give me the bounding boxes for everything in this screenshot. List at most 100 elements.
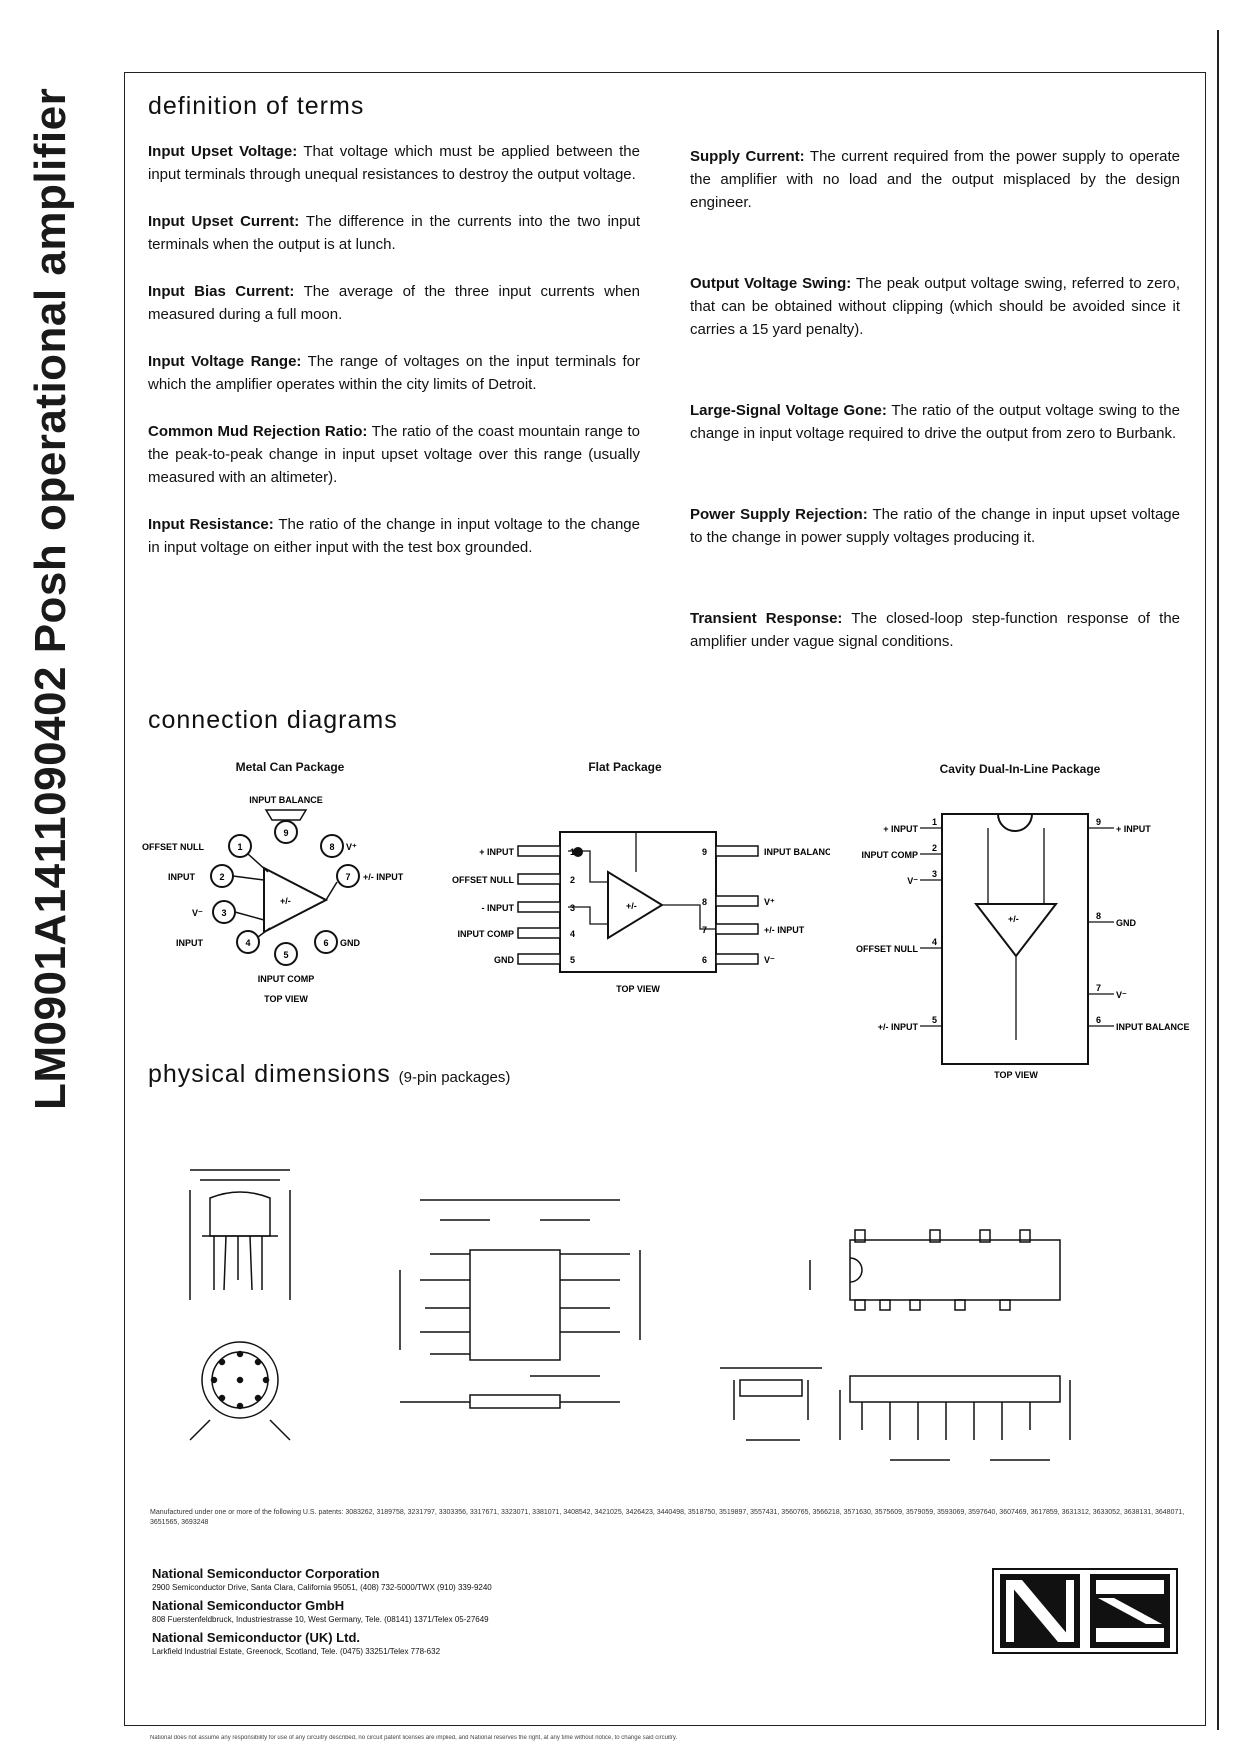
label-output: +/- INPUT bbox=[363, 872, 404, 882]
pin-4 bbox=[236, 930, 260, 954]
company-address: 2900 Semiconductor Drive, Santa Clara, C… bbox=[152, 1583, 492, 1592]
definitions-left-column: Input Upset Voltage: That voltage which … bbox=[148, 140, 640, 583]
dip-right-pin-number: 6 bbox=[1096, 1015, 1101, 1025]
definition-text: The ratio of the output voltage swing to… bbox=[690, 402, 1180, 442]
right-definition: Power Supply Rejection: The ratio of the… bbox=[690, 503, 1180, 549]
dip-side-view bbox=[839, 1375, 1071, 1461]
dip-end-view bbox=[720, 1367, 822, 1441]
pin-num-2: 2 bbox=[219, 872, 224, 882]
definition-term: Large-Signal Voltage Gone: bbox=[690, 402, 887, 419]
definition-term: Common Mud Rejection Ratio: bbox=[148, 423, 368, 440]
amp-sign: +/- bbox=[280, 896, 291, 906]
tab-marker bbox=[264, 809, 308, 821]
definition-text: The closed-loop step-function response o… bbox=[690, 610, 1181, 650]
pin-num-1: 1 bbox=[237, 842, 242, 852]
dip-left-pin-label: + INPUT bbox=[883, 824, 918, 834]
definition-term: Output Voltage Swing: bbox=[690, 275, 852, 292]
left-definition: Input Upset Voltage: That voltage which … bbox=[148, 140, 640, 186]
flat-right-pin-number: 8 bbox=[702, 897, 707, 907]
label-offset-null: OFFSET NULL bbox=[142, 842, 204, 852]
dip-left-pin-number: 2 bbox=[932, 843, 937, 853]
dip-top-view bbox=[809, 1229, 1061, 1311]
metal-can-bottom-view bbox=[189, 1341, 291, 1441]
label-input-b: INPUT bbox=[176, 938, 204, 948]
label-input-comp: INPUT COMP bbox=[258, 974, 315, 984]
left-definition: Input Bias Current: The average of the t… bbox=[148, 280, 640, 326]
label-gnd: GND bbox=[340, 938, 361, 948]
left-definition: Common Mud Rejection Ratio: The ratio of… bbox=[148, 420, 640, 489]
label-input-balance: INPUT BALANCE bbox=[249, 795, 323, 805]
patent-notice: Manufactured under one or more of the fo… bbox=[150, 1509, 1185, 1526]
label-vminus: V⁻ bbox=[192, 908, 203, 918]
dip-left-pin-number: 5 bbox=[932, 1015, 937, 1025]
metal-can-diagram: INPUT BALANCE 9 1 8 2 7 3 4 5 6 +/- OFFS… bbox=[142, 795, 404, 1004]
flat-right-pin-label: INPUT BALANCE bbox=[764, 847, 830, 857]
definition-term: Supply Current: bbox=[690, 148, 805, 165]
flat-amp-sign: +/- bbox=[626, 901, 637, 911]
dip-left-pin-number: 3 bbox=[932, 869, 937, 879]
flat-left-pin-number: 3 bbox=[570, 903, 575, 913]
physical-subtitle: (9-pin packages) bbox=[398, 1069, 511, 1086]
metal-can-title: Metal Can Package bbox=[235, 760, 345, 774]
page-frame bbox=[124, 72, 1206, 1726]
left-definition: Input Voltage Range: The range of voltag… bbox=[148, 350, 640, 396]
flat-view: TOP VIEW bbox=[616, 984, 660, 994]
dip-right-pin-number: 8 bbox=[1096, 911, 1101, 921]
definitions-right-column: Supply Current: The current required fro… bbox=[690, 145, 1180, 677]
left-definition: Input Upset Current: The difference in t… bbox=[148, 210, 640, 256]
flat-left-pin-number: 1 bbox=[570, 847, 575, 857]
pin-num-9: 9 bbox=[283, 828, 288, 838]
dip-left-pin-number: 1 bbox=[932, 817, 937, 827]
flat-right-pin-label: V⁻ bbox=[764, 955, 775, 965]
definition-term: Input Upset Current: bbox=[148, 213, 300, 230]
pin-num-5: 5 bbox=[283, 950, 288, 960]
pin-8 bbox=[320, 834, 344, 858]
pin-num-8: 8 bbox=[329, 842, 334, 852]
national-semiconductor-logo bbox=[992, 1568, 1178, 1654]
flat-left-pin-label: + INPUT bbox=[479, 847, 514, 857]
pin-num-4: 4 bbox=[245, 938, 250, 948]
left-definition: Input Resistance: The ratio of the chang… bbox=[148, 513, 640, 559]
definition-text: The average of the three input currents … bbox=[148, 283, 640, 323]
flat-left-pin-number: 2 bbox=[570, 875, 575, 885]
connection-title: connection diagrams bbox=[148, 706, 398, 734]
definition-text: The difference in the currents into the … bbox=[148, 213, 640, 253]
company-name: National Semiconductor (UK) Ltd. bbox=[152, 1630, 360, 1645]
flat-right-pin-label: +/- INPUT bbox=[764, 925, 805, 935]
dip-left-pin-label: +/- INPUT bbox=[878, 1022, 919, 1032]
dip-left-pin-label: INPUT COMP bbox=[861, 850, 918, 860]
flat-left-pin-number: 4 bbox=[570, 929, 575, 939]
flat-right-pin-number: 7 bbox=[702, 925, 707, 935]
flat-right-pin-label: V⁺ bbox=[764, 897, 775, 907]
dip-notch bbox=[997, 813, 1033, 832]
pin-num-3: 3 bbox=[221, 908, 226, 918]
pin1-dot bbox=[573, 847, 583, 857]
dip-right-pin-number: 7 bbox=[1096, 983, 1101, 993]
dip-right-pin-label: V⁻ bbox=[1116, 990, 1127, 1000]
right-definition: Output Voltage Swing: The peak output vo… bbox=[690, 272, 1180, 341]
flat-left-pin-label: - INPUT bbox=[482, 903, 515, 913]
margin-rule bbox=[1217, 30, 1219, 1730]
dip-package-title: Cavity Dual-In-Line Package bbox=[939, 762, 1101, 776]
pin-num-7: 7 bbox=[345, 872, 350, 882]
footnote: National does not assume any responsibil… bbox=[150, 1735, 678, 1741]
definition-term: Transient Response: bbox=[690, 610, 843, 627]
definition-text: The ratio of the coast mountain range to… bbox=[148, 423, 640, 486]
definition-term: Input Resistance: bbox=[148, 516, 274, 533]
flat-left-pin-label: OFFSET NULL bbox=[452, 875, 514, 885]
definitions-title: definition of terms bbox=[148, 92, 365, 120]
definition-term: Input Upset Voltage: bbox=[148, 143, 298, 160]
definition-term: Power Supply Rejection: bbox=[690, 506, 868, 523]
metal-can-view: TOP VIEW bbox=[264, 994, 308, 1004]
flat-left-pin-label: INPUT COMP bbox=[457, 929, 514, 939]
metal-can-side-view bbox=[189, 1169, 291, 1300]
right-definition: Supply Current: The current required fro… bbox=[690, 145, 1180, 214]
dip-view: TOP VIEW bbox=[994, 1070, 1038, 1080]
flat-right-pin-number: 9 bbox=[702, 847, 707, 857]
pin-5 bbox=[274, 942, 298, 966]
company-address: Larkfield Industrial Estate, Greenock, S… bbox=[152, 1647, 441, 1656]
dip-left-pin-number: 4 bbox=[932, 937, 937, 947]
flat-package-drawing bbox=[399, 1199, 641, 1409]
